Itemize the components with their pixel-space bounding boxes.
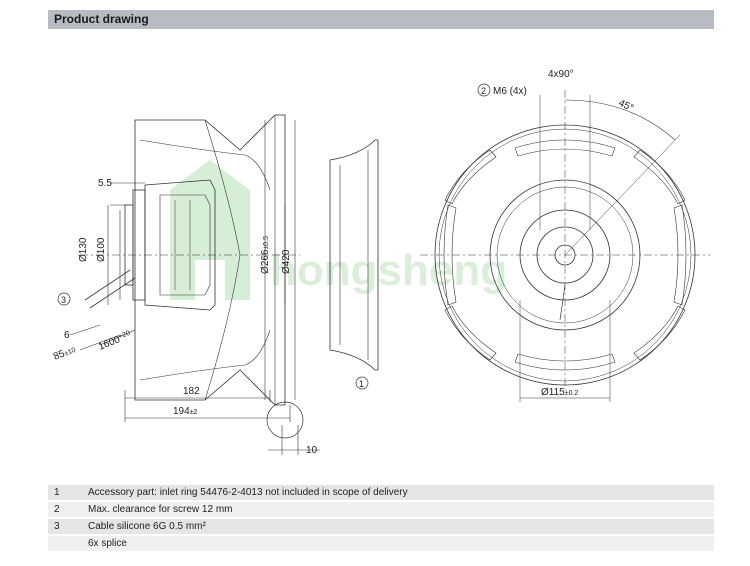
dim-266-tol: ±0.5 [263, 236, 270, 250]
legend-num: 2 [54, 504, 60, 515]
angle-45: 45° [617, 98, 635, 114]
side-dimensions [69, 120, 320, 455]
legend-text: Accessory part: inlet ring 54476-2-4013 … [88, 487, 408, 498]
dim-1600-tol: +20 [118, 330, 132, 341]
dim-6: 6 [64, 330, 70, 341]
legend-text: Max. clearance for screw 12 mm [88, 504, 233, 515]
product-drawing: hongsheng [52, 69, 710, 456]
front-view [420, 90, 710, 402]
legend-num [48, 536, 88, 551]
legend-row: 2 Max. clearance for screw 12 mm [48, 502, 714, 517]
dim-85: 85 [52, 348, 67, 363]
callout-1-circle [355, 376, 369, 390]
dim-130: Ø130 [78, 237, 89, 262]
legend-text: 6x splice [88, 538, 127, 549]
dim-194-tol: ±2 [190, 409, 198, 416]
callout-3-circle [57, 292, 71, 306]
dim-115: Ø115 [541, 387, 565, 398]
legend-num: 3 [54, 521, 60, 532]
watermark-text: hongsheng [270, 246, 507, 295]
svg-text:Ø266±0.5: Ø266±0.5 [260, 236, 271, 274]
side-view [80, 114, 300, 406]
legend-row: 1 Accessory part: inlet ring 54476-2-401… [48, 485, 714, 500]
impeller-outline [134, 114, 286, 406]
thread-label: M6 (4x) [493, 86, 527, 97]
dim-182: 182 [183, 386, 200, 397]
legend-row: 6x splice [48, 536, 714, 551]
section-title: Product drawing [48, 10, 714, 29]
dim-194: 194 [173, 406, 190, 417]
dim-266: Ø266 [260, 249, 271, 274]
svg-text:194±2: 194±2 [173, 406, 198, 417]
cable [84, 269, 136, 309]
dim-5-5: 5.5 [98, 178, 112, 189]
callout-2: 2 [481, 86, 486, 96]
legend-table: 1 Accessory part: inlet ring 54476-2-401… [48, 485, 714, 553]
dim-420: Ø420 [281, 249, 292, 274]
inlet-ring-view [329, 139, 379, 371]
callout-1: 1 [359, 379, 364, 389]
legend-num: 1 [54, 487, 60, 498]
svg-text:Ø115±0.2: Ø115±0.2 [541, 387, 578, 398]
callout-3: 3 [61, 295, 66, 305]
dim-115-tol: ±0.2 [565, 390, 579, 397]
svg-text:85±10: 85±10 [52, 344, 77, 363]
dim-85-tol: ±10 [63, 347, 77, 358]
legend-text: Cable silicone 6G 0.5 mm² [88, 521, 206, 532]
dim-10: 10 [306, 445, 318, 456]
callout-2-circle [477, 83, 491, 97]
dim-100: Ø100 [96, 237, 107, 262]
legend-row: 3 Cable silicone 6G 0.5 mm² [48, 519, 714, 534]
angle-4x90: 4x90° [548, 69, 574, 80]
svg-text:1600+20: 1600+20 [97, 330, 133, 353]
